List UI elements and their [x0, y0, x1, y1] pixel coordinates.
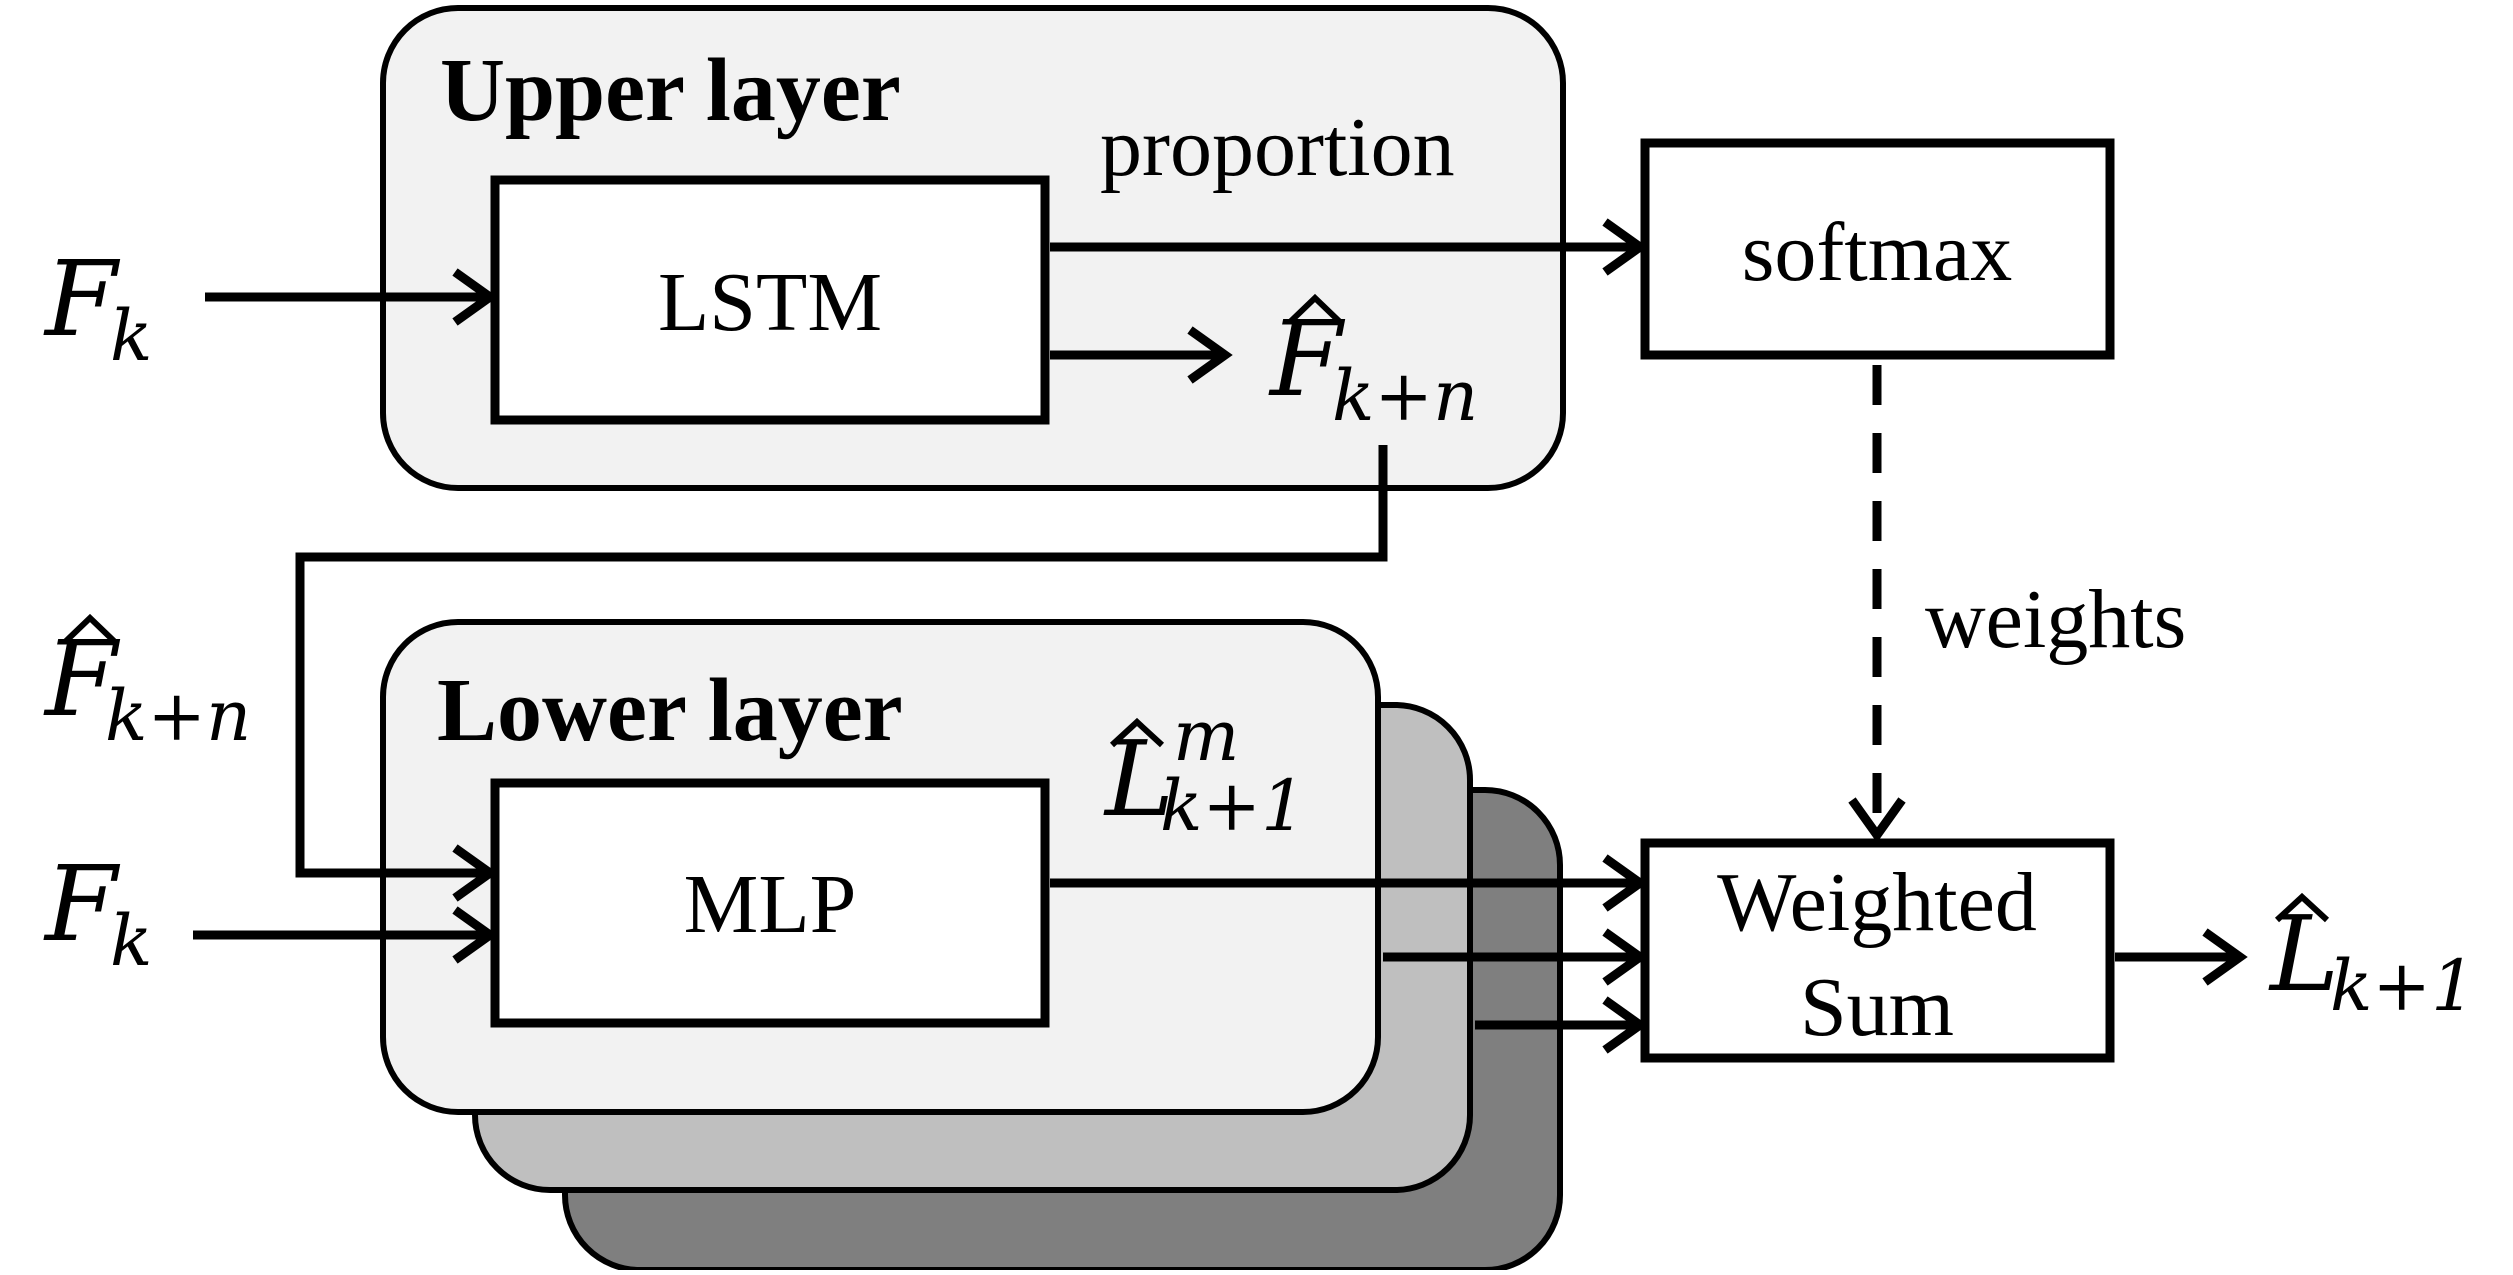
arrowhead-fhat-to-mlp — [452, 844, 498, 902]
svg-text:F: F — [43, 843, 121, 965]
svg-text:k: k — [110, 295, 152, 377]
symbol-fhat-k-plus-n-loop: F k+n — [43, 613, 251, 757]
svg-text:k+n: k+n — [105, 675, 251, 757]
arrowhead-sum-to-output — [2202, 928, 2248, 986]
hat-mark — [1109, 717, 1165, 748]
proportion-label: proportion — [1100, 101, 1455, 194]
arrowhead-lstm-to-softmax — [1602, 218, 1648, 276]
svg-text:m: m — [1173, 695, 1239, 777]
hat-mark — [1287, 293, 1343, 325]
lstm-label: LSTM — [658, 256, 882, 349]
lower-layer-title: Lower layer — [437, 661, 903, 760]
weighted-sum-line1: Weighted — [1717, 856, 2037, 949]
svg-text:F: F — [43, 238, 121, 360]
weights-label: weights — [1925, 573, 2186, 666]
svg-text:k+1: k+1 — [2330, 945, 2476, 1027]
svg-text:k: k — [110, 900, 152, 982]
symbol-fhat-k-plus-n-upper: F k+n — [1268, 293, 1478, 437]
symbol-lhat-k-plus-1-output: L k+1 — [2268, 892, 2476, 1027]
symbol-lhat-m-k-plus-1: L m k+1 — [1103, 695, 1306, 847]
arrowhead-mlp-to-sum-3 — [1602, 996, 1648, 1054]
svg-text:k+n: k+n — [1332, 355, 1478, 437]
upper-layer-title: Upper layer — [440, 41, 901, 140]
svg-text:L: L — [2268, 893, 2339, 1015]
symbol-f-k-lower: F k — [43, 843, 152, 982]
symbol-f-k-upper: F k — [43, 238, 152, 377]
feedback-line-fhat-to-mlp — [295, 445, 1388, 878]
mlp-box — [490, 778, 1050, 1028]
arrowhead-fk-to-mlp — [452, 906, 498, 964]
arrowhead-mlp-to-sum-2 — [1602, 928, 1648, 986]
arrowhead-lstm-to-fhat — [1187, 326, 1233, 384]
lstm-box — [490, 175, 1050, 425]
mlp-label: MLP — [684, 858, 857, 951]
softmax-label: softmax — [1742, 206, 2013, 299]
softmax-box — [1640, 138, 2115, 360]
arrowhead-softmax-to-sum — [1848, 797, 1906, 843]
svg-text:k+1: k+1 — [1160, 765, 1306, 847]
weighted-sum-box — [1640, 838, 2115, 1063]
hat-mark — [2274, 892, 2330, 923]
weighted-sum-line2: Sum — [1800, 961, 1954, 1054]
arrowhead-mlp-to-sum-1 — [1602, 854, 1648, 912]
hat-mark — [62, 613, 118, 645]
arrowhead-fk-to-lstm — [452, 268, 498, 326]
